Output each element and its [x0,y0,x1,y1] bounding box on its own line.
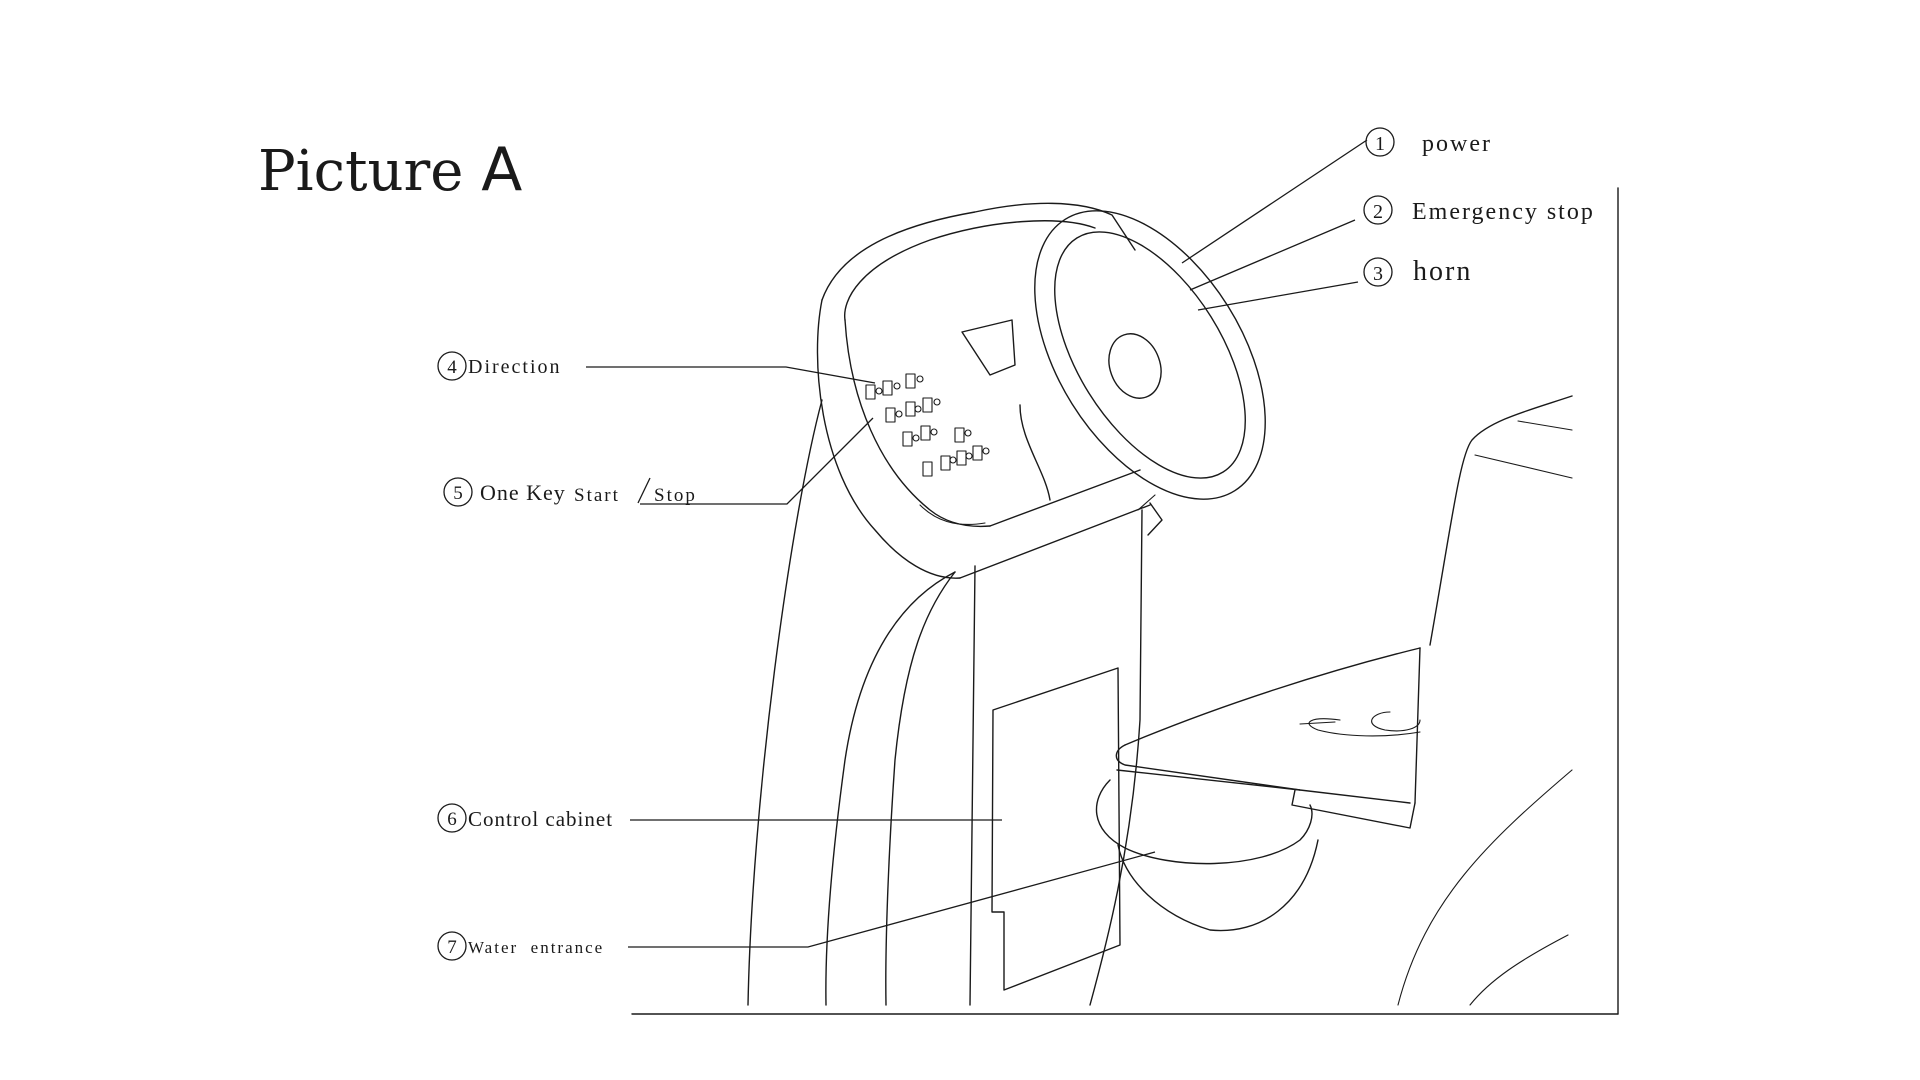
button-icon [922,397,933,413]
callout-label-stop: Stop [654,485,697,506]
button-icon [895,410,903,418]
button-icon [922,461,933,477]
button-icon [964,429,972,437]
callout-control-cabinet: 6 Control cabinet [437,803,613,833]
button-icon [912,434,920,442]
button-icon [933,398,941,406]
callout-number: 5 [453,483,463,504]
leader-line-horn [1197,281,1359,311]
leader-line-emergency-stop [1189,219,1356,291]
callout-label-one-key: One Key [480,480,566,505]
button-icon [956,450,967,466]
callout-number-circle [437,351,467,381]
callout-label: Emergency stop [1412,199,1595,225]
leader-lines [586,139,1368,948]
button-icon [916,375,924,383]
callout-number: 3 [1373,263,1383,285]
button-icon [865,384,876,400]
button-icon [930,428,938,436]
button-icon [875,387,883,395]
callout-label: horn [1413,256,1472,287]
callout-number-circle [437,803,467,833]
callout-one-key-start-stop: 5 One Key Start Stop [443,477,697,507]
callout-label: Control cabinet [468,807,613,831]
leader-line-power [1181,139,1368,264]
button-icon [920,425,931,441]
button-icon [893,382,901,390]
leader-line-direction [586,366,876,384]
button-icon [949,456,957,464]
button-icon [905,373,916,389]
callout-number-circle [437,931,467,961]
callout-label: power [1422,131,1492,157]
button-icon [972,445,983,461]
console-housing [816,202,1151,579]
seat [1095,647,1421,932]
control-cabinet-panel [991,667,1121,991]
machine-body [747,399,1156,1006]
button-icon [885,407,896,423]
button-icon [954,427,965,443]
figure-title: Picture A [258,135,522,205]
button-icon [905,401,916,417]
rear-body [1397,395,1573,1006]
callout-number-circle [1363,257,1393,287]
callout-horn: 3 horn [1363,256,1472,287]
callout-label: Direction [468,356,562,378]
callout-direction: 4 Direction [437,351,562,381]
button-icon [965,452,973,460]
callout-label: Water entrance [468,938,604,957]
callout-number: 1 [1375,133,1385,155]
callout-number-circle [443,477,473,507]
button-icon [882,380,893,396]
callout-label-start: Start [574,485,620,506]
leader-line-one-key [640,417,874,505]
button-icon [902,431,913,447]
callout-water-entrance: 7 Water entrance [437,931,604,961]
callout-number: 4 [447,357,457,378]
button-icon [940,455,951,471]
button-icon [982,447,990,455]
callout-number: 7 [447,937,457,958]
button-panel [865,373,990,477]
slash-divider [637,477,651,504]
callout-emergency-stop: 2 Emergency stop [1363,195,1595,225]
callout-power: 1 power [1365,127,1492,157]
callout-number-circle [1363,195,1393,225]
steering-wheel [1034,210,1266,536]
button-icon [914,405,922,413]
callout-number: 2 [1373,201,1383,223]
leader-line-water-entrance [628,851,1156,948]
callout-number: 6 [447,809,457,830]
callout-number-circle [1365,127,1395,157]
